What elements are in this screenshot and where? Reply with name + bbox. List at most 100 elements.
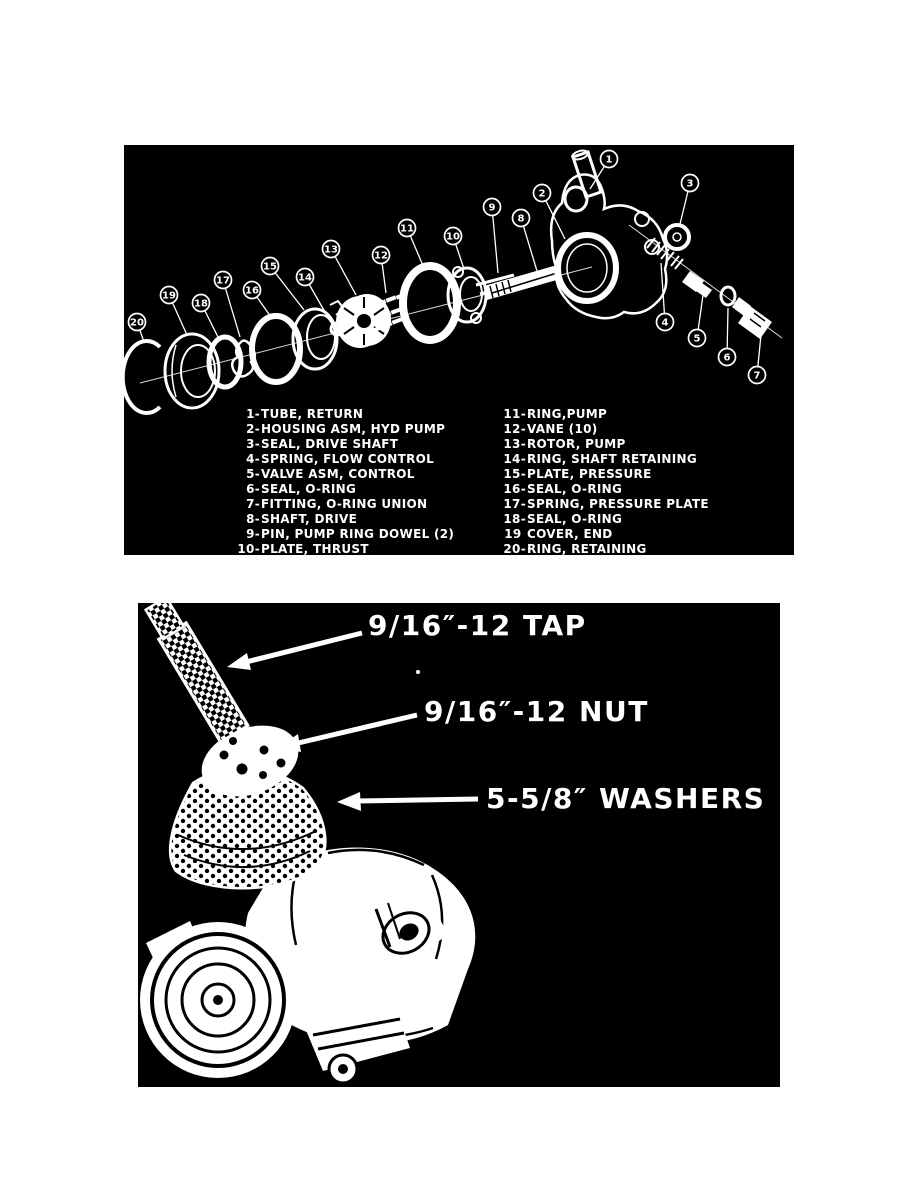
puller-tool-drawing xyxy=(140,603,479,1085)
part-name: RING,PUMP xyxy=(527,407,608,421)
exploded-view-drawing: 1 2 3 4 5 6 7 8 9 10 11 12 13 14 15 16 1… xyxy=(124,149,783,415)
svg-text:20: 20 xyxy=(130,318,144,329)
nut-arrow xyxy=(277,712,418,752)
svg-text:17: 17 xyxy=(216,276,230,287)
svg-text:8: 8 xyxy=(518,214,525,225)
callout-6: 6 xyxy=(717,307,737,367)
parts-list-item: 19 COVER, END xyxy=(494,527,709,542)
svg-text:5: 5 xyxy=(694,334,701,345)
pump-parts xyxy=(124,149,772,415)
washers-arrow xyxy=(337,792,479,811)
washers-label: 5-5/8″ WASHERS xyxy=(486,782,766,815)
callout-8: 8 xyxy=(511,208,538,272)
parts-list-item: 2-HOUSING ASM, HYD PUMP xyxy=(230,422,454,437)
part-number: 9- xyxy=(246,527,260,541)
parts-list-item: 3-SEAL, DRIVE SHAFT xyxy=(230,437,454,452)
part-name: FITTING, O-RING UNION xyxy=(261,497,428,511)
svg-text:18: 18 xyxy=(194,299,208,310)
callout-12: 12 xyxy=(371,245,391,294)
parts-list-item: 17-SPRING, PRESSURE PLATE xyxy=(494,497,709,512)
part-retaining-ring xyxy=(124,339,162,415)
callout-18: 18 xyxy=(191,293,220,340)
parts-list-left: 1-TUBE, RETURN 2-HOUSING ASM, HYD PUMP 3… xyxy=(230,407,454,555)
parts-list-item: 4-SPRING, FLOW CONTROL xyxy=(230,452,454,467)
part-number: 3- xyxy=(246,437,260,451)
part-name: SEAL, DRIVE SHAFT xyxy=(261,437,399,451)
svg-text:3: 3 xyxy=(687,179,694,190)
part-name: SEAL, O-RING xyxy=(527,482,623,496)
svg-text:14: 14 xyxy=(298,273,312,284)
part-return-tube xyxy=(571,149,603,199)
callout-16: 16 xyxy=(242,280,272,318)
part-name: HOUSING ASM, HYD PUMP xyxy=(261,422,446,436)
part-number: 18- xyxy=(503,512,526,526)
part-name: SPRING, FLOW CONTROL xyxy=(261,452,435,466)
callout-14: 14 xyxy=(295,267,331,322)
part-number: 14- xyxy=(503,452,526,466)
part-number: 16- xyxy=(503,482,526,496)
parts-list-item: 11-RING,PUMP xyxy=(494,407,709,422)
part-name: VALVE ASM, CONTROL xyxy=(261,467,415,481)
puller-nut xyxy=(201,725,299,797)
callout-19: 19 xyxy=(159,285,188,336)
part-number: 19 xyxy=(504,527,526,541)
part-number: 10- xyxy=(237,542,260,555)
part-flow-control-spring xyxy=(646,237,684,270)
svg-text:13: 13 xyxy=(324,245,338,256)
svg-text:11: 11 xyxy=(400,224,414,235)
callouts: 1 2 3 4 5 6 7 8 9 10 11 12 13 14 15 16 1… xyxy=(127,149,767,385)
part-number: 13- xyxy=(503,437,526,451)
puller-tap-rod xyxy=(143,603,250,745)
parts-list-item: 20-RING, RETAINING xyxy=(494,542,709,555)
parts-list-item: 16-SEAL, O-RING xyxy=(494,482,709,497)
part-seal-o-ring-16 xyxy=(249,313,303,385)
part-number: 8- xyxy=(246,512,260,526)
nut-label: 9/16″-12 NUT xyxy=(424,695,649,728)
part-name: RING, SHAFT RETAINING xyxy=(527,452,698,466)
parts-list-item: 10-PLATE, THRUST xyxy=(230,542,454,555)
svg-text:7: 7 xyxy=(754,371,761,382)
part-number: 20- xyxy=(503,542,526,555)
parts-list-item: 15-PLATE, PRESSURE xyxy=(494,467,709,482)
label-arrows xyxy=(227,630,479,811)
pump-bracket xyxy=(303,1007,410,1085)
part-name: RING, RETAINING xyxy=(527,542,647,555)
parts-list-item: 14-RING, SHAFT RETAINING xyxy=(494,452,709,467)
callout-11: 11 xyxy=(397,218,425,269)
svg-text:4: 4 xyxy=(662,318,669,329)
callout-17: 17 xyxy=(213,270,241,338)
parts-list-item: 8-SHAFT, DRIVE xyxy=(230,512,454,527)
callout-13: 13 xyxy=(321,239,357,296)
part-housing xyxy=(549,173,669,320)
callout-3: 3 xyxy=(679,173,700,225)
part-name: SHAFT, DRIVE xyxy=(261,512,358,526)
part-control-valve xyxy=(682,271,712,298)
part-number: 17- xyxy=(503,497,526,511)
svg-text:9: 9 xyxy=(489,203,496,214)
part-number: 7- xyxy=(246,497,260,511)
part-name: VANE (10) xyxy=(527,422,598,436)
parts-list-item: 1-TUBE, RETURN xyxy=(230,407,454,422)
parts-list-item: 5-VALVE ASM, CONTROL xyxy=(230,467,454,482)
part-name: TUBE, RETURN xyxy=(261,407,364,421)
part-drive-shaft-seal xyxy=(663,223,691,251)
callout-10: 10 xyxy=(443,226,465,270)
callout-9: 9 xyxy=(482,197,502,274)
part-rotor xyxy=(336,294,391,348)
part-number: 15- xyxy=(503,467,526,481)
part-name: COVER, END xyxy=(527,527,613,541)
part-number: 4- xyxy=(246,452,260,466)
parts-list-item: 6-SEAL, O-RING xyxy=(230,482,454,497)
part-name: SEAL, O-RING xyxy=(527,512,623,526)
part-union-fitting xyxy=(732,297,772,339)
svg-text:2: 2 xyxy=(539,189,546,200)
part-name: PLATE, PRESSURE xyxy=(527,467,652,481)
part-number: 6- xyxy=(246,482,260,496)
parts-list-right: 11-RING,PUMP 12-VANE (10) 13-ROTOR, PUMP… xyxy=(494,407,709,555)
callout-1: 1 xyxy=(589,149,619,190)
svg-text:15: 15 xyxy=(263,262,277,273)
part-seal-o-ring-18 xyxy=(206,334,244,390)
svg-text:1: 1 xyxy=(606,155,613,166)
callout-4: 4 xyxy=(655,262,675,332)
